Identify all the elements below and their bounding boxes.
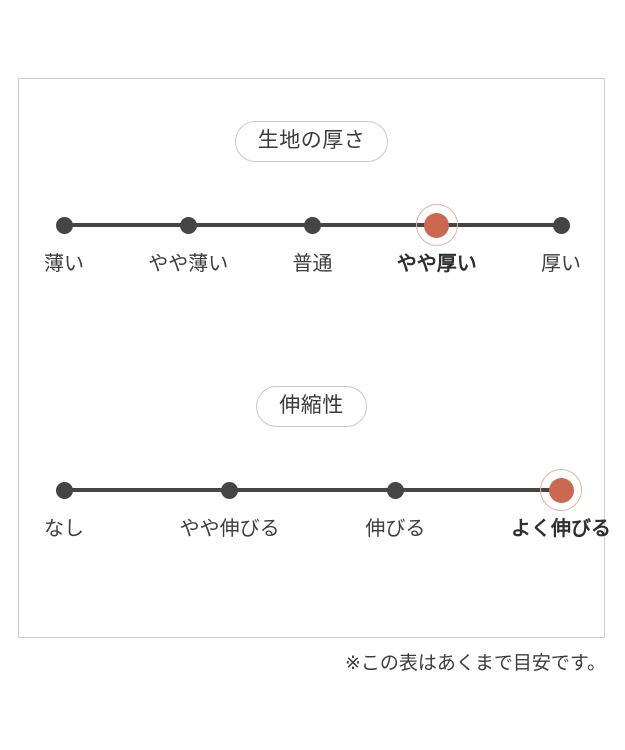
scale-marker[interactable] (552, 216, 570, 234)
scale-label: やや伸びる (179, 518, 280, 541)
scale-label-selected: よく伸びる (511, 518, 611, 541)
scale-marker[interactable] (221, 481, 239, 499)
scale-marker[interactable] (55, 481, 73, 499)
scale-marker[interactable] (304, 216, 321, 234)
scale-label: やや薄い (148, 253, 229, 276)
scale-marker-selected[interactable] (548, 477, 574, 503)
scale-title-row-thickness: 生地の厚さ (19, 121, 604, 163)
fabric-spec-card: 生地の厚さ 薄い やや薄い 普通 やや厚い 厚い 伸縮性 なし やや伸びる 伸びる よく伸びる (18, 78, 611, 638)
scale-marker-halo (415, 204, 458, 247)
scale-marker-selected[interactable] (424, 212, 450, 238)
scale-label: なし (44, 518, 84, 541)
scale-labels-fabric-thickness: 薄い やや薄い 普通 やや厚い 厚い (19, 252, 604, 286)
scale-labels-stretchiness: なし やや伸びる 伸びる よく伸びる (19, 517, 611, 551)
scale-label-selected: やや厚い (396, 253, 477, 276)
scale-section-stretchiness: 伸縮性 なし やや伸びる 伸びる よく伸びる (19, 386, 611, 551)
scale-track-fabric-thickness[interactable] (19, 204, 604, 247)
scale-marker-halo (540, 469, 582, 512)
scale-line (64, 488, 561, 493)
scale-label: 薄い (44, 253, 84, 276)
scale-title-row-stretch: 伸縮性 (19, 386, 604, 428)
scale-section-fabric-thickness: 生地の厚さ 薄い やや薄い 普通 やや厚い 厚い (19, 121, 604, 286)
scale-title-fabric-thickness: 生地の厚さ (234, 121, 389, 163)
scale-label: 伸びる (365, 518, 426, 541)
footnote-disclaimer: ※この表はあくまで目安です。 (344, 653, 606, 674)
scale-label: 厚い (541, 253, 581, 276)
scale-marker[interactable] (179, 216, 197, 234)
scale-marker[interactable] (55, 216, 73, 234)
scale-label: 普通 (292, 253, 333, 276)
scale-marker[interactable] (386, 481, 404, 499)
scale-track-stretchiness[interactable] (19, 469, 604, 512)
scale-title-stretchiness: 伸縮性 (256, 386, 367, 428)
